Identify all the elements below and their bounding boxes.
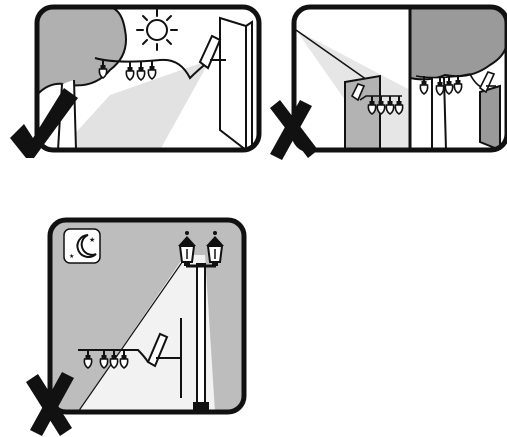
- svg-text:★: ★: [89, 236, 95, 244]
- sun-icon: [137, 10, 177, 50]
- svg-text:★: ★: [69, 253, 74, 260]
- panel-sunny-correct: [10, 7, 259, 158]
- panel-night-streetlight-incorrect: ★ ★: [26, 220, 244, 436]
- panel-shaded-incorrect: [270, 7, 507, 160]
- wall-icon: [480, 86, 500, 150]
- moon-stars-icon: ★ ★: [64, 229, 100, 263]
